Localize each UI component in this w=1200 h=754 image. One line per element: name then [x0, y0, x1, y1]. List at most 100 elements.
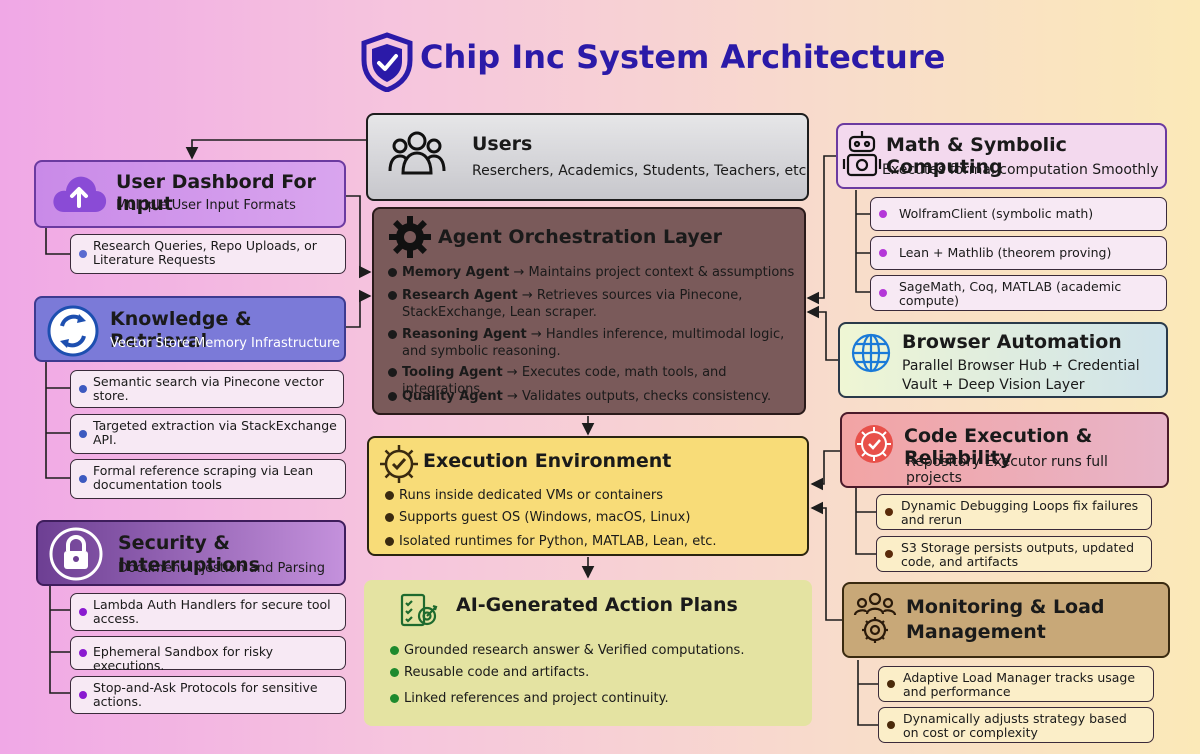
dashboard-box: User Dashbord For Input Multiple User In… [34, 160, 346, 228]
checklist-target-icon [398, 590, 438, 634]
bullet-dot [79, 649, 87, 657]
bullet-dot [390, 668, 399, 677]
list-item: Targeted extraction via StackExchange AP… [70, 414, 346, 454]
dashboard-title: User Dashbord For Input [116, 171, 316, 215]
list-item: Semantic search via Pinecone vector stor… [70, 370, 344, 408]
code-desc: Repository Executor runs full projects [906, 454, 1108, 486]
knowledge-box: Knowledge & Retrieval Vector Store Memor… [34, 296, 346, 362]
bullet-dot [887, 680, 895, 688]
bullet-dot [388, 392, 397, 401]
code-title: Code Execution & Reliability [904, 425, 1093, 469]
users-icon [388, 129, 446, 181]
list-item: SageMath, Coq, MATLAB (academic compute) [870, 275, 1167, 311]
agent-item: Quality Agent → Validates outputs, check… [388, 388, 798, 405]
agent-name: Memory Agent [402, 265, 510, 280]
list-item-text: Stop-and-Ask Protocols for sensitive act… [93, 680, 318, 709]
list-item-text: Lambda Auth Handlers for secure tool acc… [93, 597, 331, 626]
bullet-dot [388, 268, 397, 277]
security-box: Security & Interruptions Document Injest… [36, 520, 346, 586]
bullet-dot [388, 330, 397, 339]
sync-icon [46, 304, 100, 362]
security-desc: Document Injestion and Parsing [118, 561, 326, 576]
bullet-dot [879, 249, 887, 257]
agent-desc: → Executes code, math tools, and integra… [402, 365, 727, 397]
knowledge-desc: Vector Store Memory Infrastructure [110, 336, 341, 351]
math-desc: Executes formal computation Smoothly [882, 162, 1159, 178]
list-item: Lean + Mathlib (theorem proving) [870, 236, 1167, 270]
gear-shield-icon [852, 422, 896, 470]
list-item-text: Ephemeral Sandbox for risky executions. [93, 644, 274, 673]
list-item-text: Reusable code and artifacts. [404, 665, 590, 680]
list-item-text: Targeted extraction via StackExchange AP… [93, 418, 337, 447]
bullet-dot [385, 513, 394, 522]
math-title: Math & Symbolic Computing [886, 134, 1067, 178]
list-item: Lambda Auth Handlers for secure tool acc… [70, 593, 346, 631]
agent-desc: → Validates outputs, checks consistency. [507, 389, 772, 404]
agent-name: Reasoning Agent [402, 327, 527, 342]
monitoring-box: Monitoring & Load Management [842, 582, 1170, 658]
gear-check-icon [377, 442, 421, 490]
agent-name: Quality Agent [402, 389, 503, 404]
bullet-dot [885, 508, 893, 516]
list-item: Formal reference scraping via Lean docum… [70, 459, 346, 499]
bullet-dot [79, 250, 87, 258]
agent-item: Tooling Agent → Executes code, math tool… [388, 364, 798, 398]
gear-icon [388, 215, 432, 263]
execution-box: Execution Environment Runs inside dedica… [367, 436, 809, 556]
monitoring-title: Monitoring & Load Management [906, 596, 1105, 643]
list-item-text: WolframClient (symbolic math) [899, 206, 1094, 221]
execution-title: Execution Environment [423, 450, 672, 472]
dashboard-desc: Multiple User Input Formats [116, 198, 296, 213]
bullet-dot [79, 385, 87, 393]
bullet-dot [385, 491, 394, 500]
agent-item: Reasoning Agent → Handles inference, mul… [388, 326, 798, 360]
list-item-text: SageMath, Coq, MATLAB (academic compute) [899, 279, 1122, 308]
agent-item: Research Agent → Retrieves sources via P… [388, 287, 798, 321]
list-item-text: Lean + Mathlib (theorem proving) [899, 245, 1112, 260]
list-item-text: Isolated runtimes for Python, MATLAB, Le… [399, 534, 717, 549]
list-item: Reusable code and artifacts. [390, 664, 590, 681]
cloud-upload-icon [50, 170, 108, 222]
list-item-text: Adaptive Load Manager tracks usage and p… [903, 670, 1136, 699]
team-gear-icon [850, 590, 900, 650]
bullet-dot [390, 646, 399, 655]
agent-desc: → Maintains project context & assumption… [513, 265, 795, 280]
list-item-text: Supports guest OS (Windows, macOS, Linux… [399, 510, 691, 525]
list-item: Dynamic Debugging Loops fix failures and… [876, 494, 1152, 530]
page-title: Chip Inc System Architecture [420, 38, 946, 76]
list-item-text: S3 Storage persists outputs, updated cod… [901, 540, 1135, 569]
bullet-dot [887, 721, 895, 729]
users-title: Users [472, 133, 533, 155]
math-box: Math & Symbolic Computing Executes forma… [836, 123, 1167, 189]
list-item-text: Runs inside dedicated VMs or containers [399, 488, 663, 503]
browser-title: Browser Automation [902, 331, 1122, 353]
list-item-text: Research Queries, Repo Uploads, or Liter… [93, 238, 317, 267]
agent-desc: → Retrieves sources via Pinecone, StackE… [402, 288, 743, 320]
bullet-dot [79, 430, 87, 438]
users-box: Users Reserchers, Academics, Students, T… [366, 113, 809, 201]
security-title: Security & Interruptions [118, 532, 260, 576]
agent-desc: → Handles inference, multimodal logic, a… [402, 327, 785, 359]
browser-box: Browser Automation Parallel Browser Hub … [838, 322, 1168, 398]
browser-desc: Parallel Browser Hub + Credential Vault … [902, 358, 1140, 393]
list-item: Stop-and-Ask Protocols for sensitive act… [70, 676, 346, 714]
plans-box: AI-Generated Action Plans Grounded resea… [364, 580, 812, 726]
orchestration-box: Agent Orchestration Layer Memory Agent →… [372, 207, 806, 415]
bullet-dot [885, 550, 893, 558]
agent-name: Tooling Agent [402, 365, 503, 380]
list-item: Isolated runtimes for Python, MATLAB, Le… [385, 533, 717, 550]
bullet-dot [879, 210, 887, 218]
list-item-text: Grounded research answer & Verified comp… [404, 643, 745, 658]
list-item: Grounded research answer & Verified comp… [390, 642, 745, 659]
shield-check-icon [360, 32, 420, 93]
list-item-text: Formal reference scraping via Lean docum… [93, 463, 314, 492]
list-item: Ephemeral Sandbox for risky executions. [70, 636, 346, 673]
plans-title: AI-Generated Action Plans [456, 594, 738, 616]
padlock-icon [48, 526, 104, 586]
list-item: WolframClient (symbolic math) [870, 197, 1167, 231]
list-item-text: Linked references and project continuity… [404, 691, 669, 706]
list-item: Dynamically adjusts strategy based on co… [878, 707, 1154, 743]
list-item: Research Queries, Repo Uploads, or Liter… [70, 234, 346, 274]
bullet-dot [79, 608, 87, 616]
agent-name: Research Agent [402, 288, 518, 303]
